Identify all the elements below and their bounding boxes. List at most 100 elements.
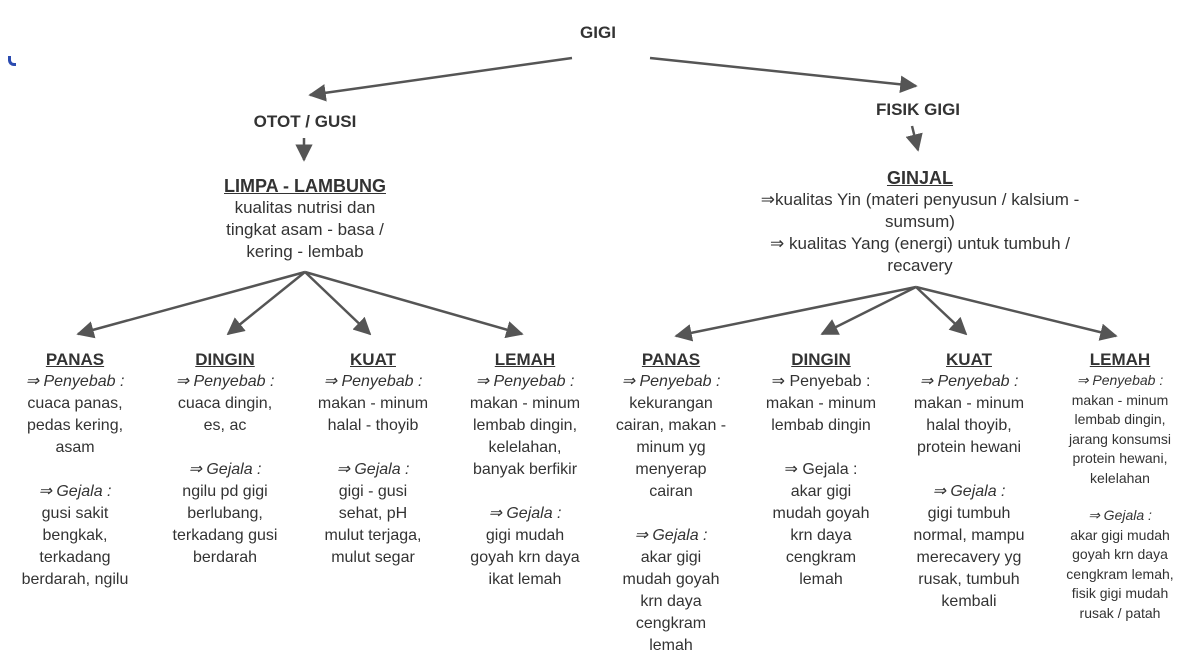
leaf-title: LEMAH <box>1089 350 1151 369</box>
symptom-label: ⇒ Gejala : <box>188 461 262 478</box>
branch-otot-gusi: OTOT / GUSI <box>205 112 405 132</box>
cause-label: ⇒ Penyebab : <box>323 373 423 390</box>
organ-ginjal: GINJAL ⇒kualitas Yin (materi penyusun / … <box>700 167 1140 277</box>
arrow-fisik-to-ginjal <box>905 125 923 152</box>
organ-line: tingkat asam - basa / <box>226 220 384 239</box>
arrow-limpa-to-lemah <box>304 270 524 339</box>
symptom-label: ⇒ Gejala : <box>38 483 112 500</box>
organ-line: kualitas nutrisi dan <box>234 198 376 217</box>
symptom-label: ⇒ Gejala : <box>488 505 562 522</box>
leaf-title: PANAS <box>45 350 105 369</box>
branch-label: FISIK GIGI <box>875 100 961 119</box>
cause-line: makan - minum <box>913 395 1025 412</box>
cause-line: banyak berfikir <box>472 461 578 478</box>
organ-line: ⇒ kualitas Yang (energi) untuk tumbuh / <box>770 234 1070 253</box>
symptom-line: rusak, tumbuh <box>918 571 1020 588</box>
symptom-line: goyah krn daya <box>470 549 580 566</box>
symptom-line: akar gigi mudah <box>1070 526 1170 543</box>
cause-line: pedas kering, <box>26 417 124 434</box>
organ-heading: LIMPA - LAMBUNG <box>224 176 386 196</box>
cause-label: ⇒ Penyebab : <box>919 373 1019 390</box>
symptom-line: cengkram <box>785 549 857 566</box>
leaf-title: LEMAH <box>494 350 556 369</box>
cause-line: makan - minum <box>1071 391 1169 408</box>
cause-label: ⇒ Penyebab : <box>475 373 575 390</box>
cause-line: halal thoyib, <box>926 417 1012 434</box>
organ-line: recavery <box>887 256 953 275</box>
root-node: GIGI <box>548 23 648 43</box>
leaf-fisik-panas: PANAS ⇒ Penyebab : kekurangan cairan, ma… <box>600 349 742 657</box>
symptom-line: terkadang <box>39 549 111 566</box>
leaf-fisik-dingin: DINGIN ⇒ Penyebab : makan - minum lembab… <box>750 349 892 591</box>
cause-label: ⇒ Penyebab : <box>175 373 275 390</box>
symptom-line: krn daya <box>640 593 702 610</box>
leaf-fisik-kuat: KUAT ⇒ Penyebab : makan - minum halal th… <box>898 349 1040 613</box>
symptom-label: ⇒ Gejala : <box>1088 507 1152 523</box>
symptom-label: ⇒ Gejala : <box>336 461 410 478</box>
symptom-label: ⇒ Gejala : <box>634 527 708 544</box>
arrow-root-to-fisik <box>649 56 918 94</box>
leaf-title: DINGIN <box>791 350 851 369</box>
symptom-label: ⇒ Gejala : <box>784 461 858 478</box>
symptom-line: berdarah, ngilu <box>21 571 129 588</box>
organ-line: kering - lembab <box>246 242 364 261</box>
symptom-line: gigi mudah <box>485 527 565 544</box>
symptom-line: krn daya <box>790 527 852 544</box>
arrow-ginjal-to-kuat <box>915 286 968 336</box>
symptom-line: akar gigi <box>640 549 702 566</box>
symptom-line: gusi sakit <box>41 505 109 522</box>
leaf-fisik-lemah: LEMAH ⇒ Penyebab : makan - minum lembab … <box>1046 349 1194 623</box>
symptom-line: fisik gigi mudah <box>1071 585 1169 601</box>
arrow-root-to-otot <box>308 56 573 102</box>
arrow-limpa-to-kuat <box>304 271 372 336</box>
symptom-line: lemah <box>649 637 693 654</box>
symptom-line: terkadang gusi <box>172 527 278 544</box>
cause-line: lembab dingin, <box>1074 411 1166 427</box>
cause-line: makan - minum <box>765 395 877 412</box>
cause-line: protein hewani <box>916 439 1022 456</box>
symptom-line: sehat, pH <box>338 505 408 522</box>
cause-line: minum yg <box>636 439 706 456</box>
cause-label: ⇒ Penyebab : <box>771 373 871 390</box>
arrow-limpa-to-panas <box>76 270 306 339</box>
leaf-title: KUAT <box>350 350 396 369</box>
symptom-line: berdarah <box>192 549 258 566</box>
symptom-line: ikat lemah <box>488 571 562 588</box>
symptom-line: lemah <box>799 571 843 588</box>
cause-line: jarang konsumsi <box>1069 430 1171 447</box>
cause-label: ⇒ Penyebab : <box>1076 372 1164 388</box>
symptom-line: berlubang, <box>187 505 263 522</box>
cause-line: cairan, makan - <box>615 417 727 434</box>
leaf-title: PANAS <box>641 350 701 369</box>
leaf-title: KUAT <box>946 350 992 369</box>
leaf-otot-dingin: DINGIN ⇒ Penyebab : cuaca dingin, es, ac… <box>155 349 295 569</box>
organ-line: sumsum) <box>885 212 955 231</box>
symptom-line: cengkram <box>635 615 707 632</box>
branch-fisik-gigi: FISIK GIGI <box>818 100 1018 120</box>
cause-line: makan - minum <box>317 395 429 412</box>
symptom-line: rusak / patah <box>1079 604 1161 621</box>
symptom-line: akar gigi <box>790 483 852 500</box>
leaf-title: DINGIN <box>195 350 255 369</box>
cause-line: cuaca panas, <box>27 395 123 412</box>
cause-line: makan - minum <box>469 395 581 412</box>
cause-line: cairan <box>649 483 693 500</box>
symptom-label: ⇒ Gejala : <box>932 483 1006 500</box>
cause-line: kelelahan <box>1090 469 1150 486</box>
symptom-line: normal, mampu <box>913 527 1025 544</box>
symptom-line: bengkak, <box>42 527 108 544</box>
organ-heading: GINJAL <box>886 168 953 188</box>
symptom-line: gigi tumbuh <box>927 505 1011 522</box>
symptom-line: mulut terjaga, <box>324 527 422 544</box>
cause-line: kekurangan <box>629 395 713 412</box>
cause-line: es, ac <box>203 417 247 434</box>
cause-line: kelelahan, <box>488 439 562 456</box>
organ-limpa-lambung: LIMPA - LAMBUNG kualitas nutrisi dan tin… <box>155 175 455 263</box>
symptom-line: mulut segar <box>331 549 415 566</box>
symptom-line: cengkram lemah, <box>1066 565 1174 582</box>
symptom-line: kembali <box>941 593 997 610</box>
organ-line: ⇒kualitas Yin (materi penyusun / kalsium… <box>760 190 1080 209</box>
arrow-limpa-to-dingin <box>226 271 306 336</box>
cause-line: protein hewani, <box>1072 450 1168 466</box>
branch-label: OTOT / GUSI <box>253 112 357 131</box>
